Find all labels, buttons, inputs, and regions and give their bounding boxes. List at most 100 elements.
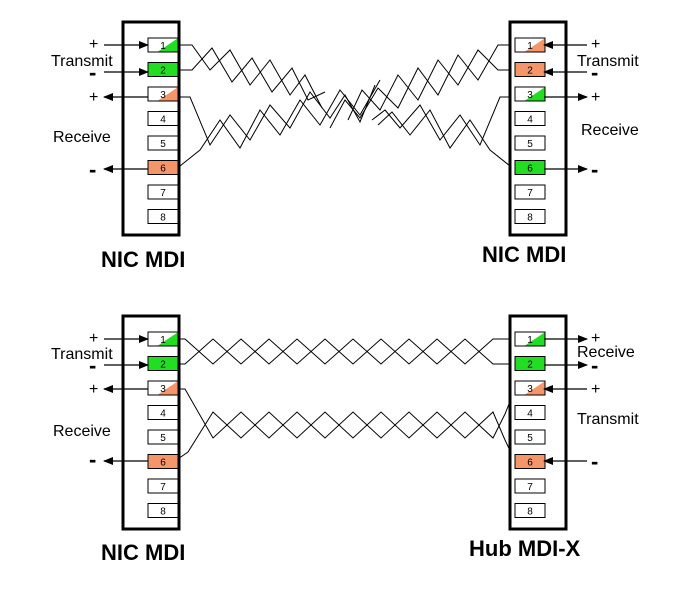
pin-2: 2 — [514, 356, 546, 371]
pin-number: 8 — [527, 507, 533, 518]
pin-8: 8 — [147, 209, 179, 224]
device-label-left: NIC MDI — [101, 540, 185, 565]
pin-5: 5 — [514, 429, 546, 445]
minus-sign: - — [591, 157, 598, 182]
pin-1: 1 — [514, 37, 546, 53]
pin-column-left: 1 2 3 4 5 6 7 8 — [147, 37, 179, 224]
crossover-wires — [174, 44, 516, 171]
connector-left — [121, 20, 181, 237]
pin-number: 4 — [527, 409, 533, 420]
pin-number: 2 — [527, 360, 533, 371]
pin-6: 6 — [514, 454, 546, 469]
pin-5: 5 — [147, 429, 179, 445]
minus-sign: - — [89, 157, 96, 182]
pin-8: 8 — [514, 209, 546, 224]
connector-left — [121, 314, 181, 531]
minus-sign: - — [591, 60, 598, 85]
pin-2: 2 — [147, 356, 179, 371]
pin-number: 5 — [160, 433, 166, 444]
pin-3: 3 — [147, 86, 179, 102]
pin-number: 1 — [160, 41, 166, 52]
pin-7: 7 — [147, 478, 179, 494]
pin-number: 7 — [527, 482, 533, 493]
minus-sign: - — [89, 353, 96, 378]
device-label-left: NIC MDI — [101, 247, 185, 272]
pin-number: 7 — [527, 188, 533, 199]
device-label-right: NIC MDI — [482, 242, 566, 267]
pin-number: 4 — [160, 409, 166, 420]
plus-sign: + — [89, 381, 98, 398]
minus-sign: - — [591, 353, 598, 378]
pin-5: 5 — [147, 135, 179, 151]
pin-number: 1 — [527, 41, 533, 52]
pin-number: 1 — [527, 335, 533, 346]
minus-sign: - — [89, 60, 96, 85]
pin-7: 7 — [147, 184, 179, 200]
pin-number: 7 — [160, 188, 166, 199]
plus-sign: + — [591, 89, 600, 106]
pin-number: 6 — [160, 458, 166, 469]
pin-number: 3 — [527, 384, 533, 395]
plus-sign: + — [591, 381, 600, 398]
connector-right — [508, 314, 568, 531]
device-label-right: Hub MDI-X — [469, 536, 581, 561]
pin-number: 2 — [160, 66, 166, 77]
minus-sign: - — [591, 449, 598, 474]
pin-2: 2 — [147, 62, 179, 77]
pin-number: 2 — [160, 360, 166, 371]
pin-6: 6 — [147, 160, 179, 175]
pin-number: 3 — [527, 90, 533, 101]
pin-6: 6 — [514, 160, 546, 175]
pin-number: 7 — [160, 482, 166, 493]
pin-8: 8 — [514, 503, 546, 518]
receive-label: Receive — [53, 423, 111, 440]
pin-number: 5 — [527, 433, 533, 444]
pin-number: 1 — [160, 335, 166, 346]
pin-number: 2 — [527, 66, 533, 77]
diagram-bottom: 1 2 3 4 5 6 7 8 1 2 3 4 5 6 7 8 + - + - Transmit Recei… — [51, 314, 639, 565]
pin-4: 4 — [147, 405, 179, 420]
transmit-label: Transmit — [51, 53, 113, 70]
plus-sign: + — [591, 330, 600, 347]
receive-label: Receive — [581, 122, 639, 139]
transmit-label: Transmit — [577, 53, 639, 70]
pin-number: 3 — [160, 90, 166, 101]
pin-column-right: 1 2 3 4 5 6 7 8 — [514, 37, 546, 224]
pin-number: 3 — [160, 384, 166, 395]
plus-sign: + — [591, 36, 600, 53]
pin-1: 1 — [514, 331, 546, 347]
pin-6: 6 — [147, 454, 179, 469]
pin-number: 6 — [160, 164, 166, 175]
pin-2: 2 — [514, 62, 546, 77]
pin-7: 7 — [514, 184, 546, 200]
connector-right — [508, 20, 568, 237]
pin-number: 8 — [527, 213, 533, 224]
plus-sign: + — [89, 330, 98, 347]
diagram-top: 1 2 3 4 5 6 7 8 1 2 3 4 5 6 7 8 + - + - Transmit Recei… — [51, 20, 639, 272]
pin-3: 3 — [514, 86, 546, 102]
pin-number: 6 — [527, 458, 533, 469]
pin-number: 6 — [527, 164, 533, 175]
transmit-label: Transmit — [577, 411, 639, 428]
pin-1: 1 — [147, 331, 179, 347]
pin-column-right: 1 2 3 4 5 6 7 8 — [514, 331, 546, 518]
transmit-label: Transmit — [51, 346, 113, 363]
pin-1: 1 — [147, 37, 179, 53]
receive-label: Receive — [577, 344, 635, 361]
pin-number: 4 — [527, 115, 533, 126]
pin-column-left: 1 2 3 4 5 6 7 8 — [147, 331, 179, 518]
pin-4: 4 — [147, 111, 179, 126]
pin-7: 7 — [514, 478, 546, 494]
pin-4: 4 — [514, 405, 546, 420]
pin-number: 5 — [160, 139, 166, 150]
pin-4: 4 — [514, 111, 546, 126]
plus-sign: + — [89, 36, 98, 53]
pin-5: 5 — [514, 135, 546, 151]
pin-number: 8 — [160, 507, 166, 518]
pin-3: 3 — [514, 380, 546, 396]
pin-number: 4 — [160, 115, 166, 126]
pin-8: 8 — [147, 503, 179, 518]
plus-sign: + — [89, 89, 98, 106]
receive-label: Receive — [53, 129, 111, 146]
